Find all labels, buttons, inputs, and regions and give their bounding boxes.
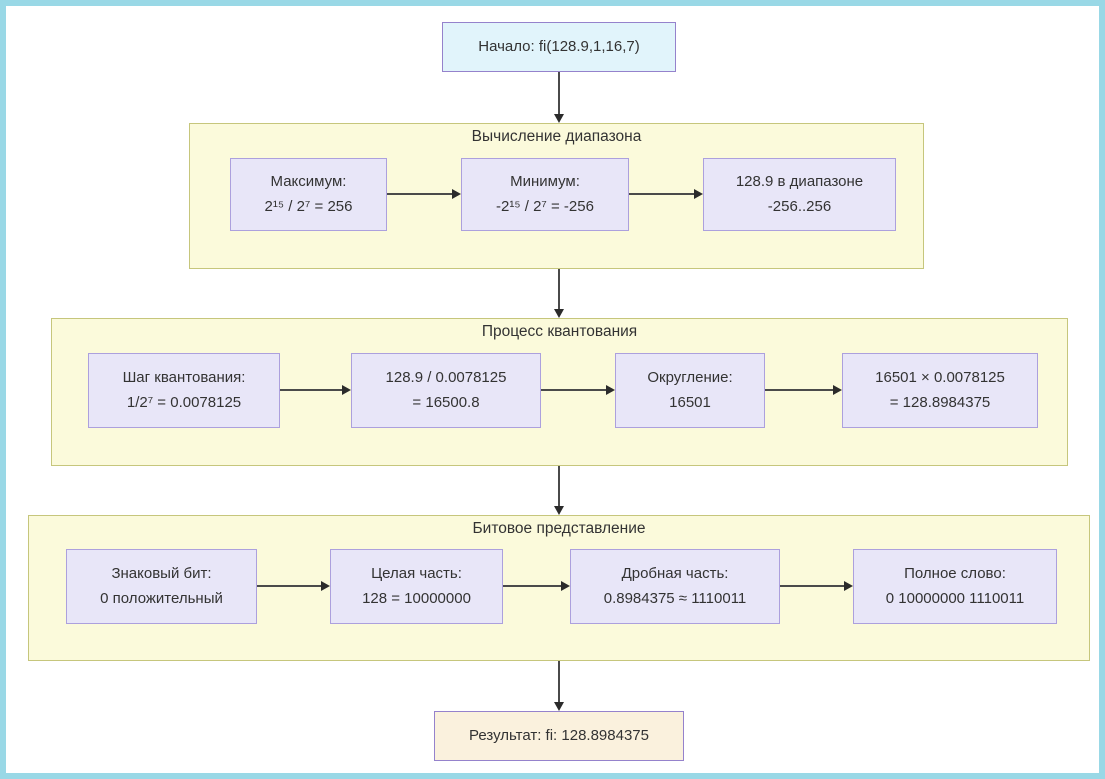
node-rounding: Округление: 16501 [615,353,765,428]
section-title: Вычисление диапазона [471,128,642,145]
arrow-right-head-icon [561,581,570,591]
arrow-right-head-icon [844,581,853,591]
node-line: Полное слово: [904,564,1006,582]
node-line: 16501 [669,393,711,411]
node-line: Округление: [647,368,733,386]
node-line: 0.8984375 ≈ 1110011 [603,589,747,607]
arrow-down-line [558,661,560,704]
node-line: Максимум: [270,172,347,190]
arrow-right-line [629,193,696,195]
arrow-right-line [280,389,344,391]
arrow-right-head-icon [833,385,842,395]
node-line: Минимум: [510,172,580,190]
arrow-down-line [558,466,560,508]
node-line: = 16500.8 [412,393,480,411]
arrow-right-line [541,389,608,391]
arrow-right-line [503,585,563,587]
section-title: Битовое представление [472,520,646,537]
result-node-label: Результат: fi: 128.8984375 [469,726,649,744]
arrow-right-line [387,193,454,195]
arrow-down-head-icon [554,506,564,515]
node-line: Шаг квантования: [122,368,246,386]
arrow-right-head-icon [321,581,330,591]
node-integer-part: Целая часть: 128 = 10000000 [330,549,503,624]
arrow-down-line [558,269,560,311]
node-line: 128 = 10000000 [362,589,471,607]
node-in-range: 128.9 в диапазоне -256..256 [703,158,896,231]
arrow-right-line [765,389,835,391]
arrow-right-head-icon [452,189,461,199]
arrow-right-line [257,585,323,587]
node-line: 0 10000000 1110011 [885,589,1025,607]
node-line: Знаковый бит: [111,564,212,582]
node-line: 0 положительный [100,589,223,607]
node-maximum: Максимум: 2¹⁵ / 2⁷ = 256 [230,158,387,231]
node-line: 128.9 в диапазоне [735,172,864,190]
node-fractional-part: Дробная часть: 0.8984375 ≈ 1110011 [570,549,780,624]
node-full-word: Полное слово: 0 10000000 1110011 [853,549,1057,624]
node-line: = 128.8984375 [889,393,991,411]
start-node-label: Начало: fi(128.9,1,16,7) [478,37,640,55]
arrow-down-line [558,72,560,116]
node-sign-bit: Знаковый бит: 0 положительный [66,549,257,624]
arrow-right-head-icon [606,385,615,395]
start-node: Начало: fi(128.9,1,16,7) [442,22,676,72]
node-line: 16501 × 0.0078125 [875,368,1005,386]
arrow-right-head-icon [342,385,351,395]
arrow-right-head-icon [694,189,703,199]
node-line: 1/2⁷ = 0.0078125 [126,393,242,411]
section-title: Процесс квантования [481,323,638,340]
node-line: 128.9 / 0.0078125 [385,368,507,386]
node-multiplication: 16501 × 0.0078125 = 128.8984375 [842,353,1038,428]
node-line: 2¹⁵ / 2⁷ = 256 [264,197,353,215]
node-quant-step: Шаг квантования: 1/2⁷ = 0.0078125 [88,353,280,428]
node-line: Целая часть: [371,564,462,582]
result-node: Результат: fi: 128.8984375 [434,711,684,761]
arrow-right-line [780,585,846,587]
arrow-down-head-icon [554,114,564,123]
node-line: Дробная часть: [621,564,729,582]
node-line: -2¹⁵ / 2⁷ = -256 [496,197,594,215]
node-minimum: Минимум: -2¹⁵ / 2⁷ = -256 [461,158,629,231]
node-division: 128.9 / 0.0078125 = 16500.8 [351,353,541,428]
node-line: -256..256 [767,197,832,215]
arrow-down-head-icon [554,309,564,318]
arrow-down-head-icon [554,702,564,711]
